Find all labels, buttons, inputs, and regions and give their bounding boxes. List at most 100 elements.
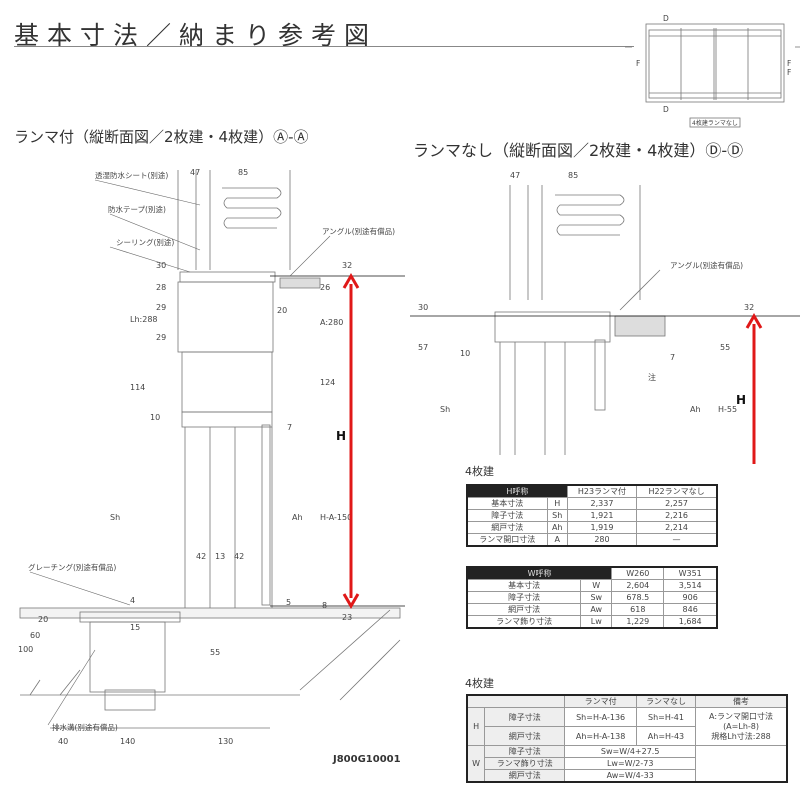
left-callouts (29, 179, 331, 726)
dim: 28 (156, 283, 166, 292)
key-plan-caption: 4枚建ランマなし (692, 119, 738, 127)
dim: Ah (690, 405, 701, 414)
dim: 23 (342, 613, 352, 622)
left-dimensions: 47 85 30 32 28 26 Lh:288 29 29 20 A:280 … (18, 168, 352, 746)
key-mark-f-right2: F (787, 68, 791, 77)
table-cell: Sw (580, 591, 613, 604)
dim: 29 (156, 303, 166, 312)
table-cell: Ah=H-A-138 (564, 726, 637, 746)
dim: 30 (156, 261, 166, 270)
table-cell: Sh=H-A-136 (564, 707, 637, 727)
th: H呼称 (466, 484, 568, 498)
table-cell: Sw=W/4+27.5 (564, 745, 697, 758)
dim: 85 (238, 168, 248, 177)
dim: 注 (648, 372, 656, 382)
dim: 20 (38, 615, 48, 624)
table-cell: — (636, 533, 718, 547)
table-cell: 2,257 (636, 497, 718, 510)
note-drain: 排水溝(別途有償品) (52, 722, 118, 732)
table-cell: 846 (663, 603, 718, 616)
right-section-drawing (410, 185, 800, 455)
table-cell: 網戸寸法 (484, 726, 566, 746)
table-cell: ランマ飾り寸法 (484, 757, 566, 770)
left-h-arrow (342, 273, 360, 609)
key-mark-d-bottom: D (663, 105, 669, 114)
dim: Sh (440, 405, 450, 414)
table-cell: ランマなし (635, 694, 697, 708)
table-cell: Sh=H-41 (635, 707, 697, 727)
table-cell: W260 (611, 566, 665, 580)
table-cell: 網戸寸法 (466, 521, 548, 534)
page-title: 基本寸法／納まり参考図 (14, 21, 378, 50)
table-cell: A:ランマ開口寸法 (709, 712, 774, 721)
dim: 114 (130, 383, 145, 392)
dim: 32 (744, 303, 754, 312)
table-formula-section-label: 4枚建 (465, 677, 494, 690)
note-angle-right: アングル(別途有償品) (670, 260, 743, 270)
dim: 29 (156, 333, 166, 342)
drawing-code: J800G10001 (333, 754, 401, 765)
dim: 55 (210, 648, 220, 657)
table-cell: 規格Lh寸法:288 (711, 732, 771, 741)
table-cell: 網戸寸法 (466, 603, 582, 616)
table-cell: H (546, 497, 568, 510)
table-cell: 障子寸法 (466, 509, 548, 522)
dim: 4 (130, 596, 135, 605)
dim: Sh (110, 513, 120, 522)
dim: 26 (320, 283, 330, 292)
dim: 13 (215, 552, 225, 561)
table-cell: 2,604 (611, 579, 665, 592)
dim: 5 (286, 598, 291, 607)
dim: 57 (418, 343, 428, 352)
dim-h-right: H (736, 393, 746, 407)
dim: 32 (342, 261, 352, 270)
table-cell: ランマ開口寸法 (466, 533, 548, 547)
table-h-section-label: 4枚建 (465, 465, 494, 478)
table-cell: (A=Lh-8) (723, 722, 759, 731)
th: H23ランマ付 (566, 484, 638, 498)
dim: Ah (292, 513, 303, 522)
table-cell: 網戸寸法 (484, 769, 566, 783)
right-drawing-subtitle: ランマなし（縦断面図／2枚建・4枚建）Ⓓ-Ⓓ (413, 141, 744, 160)
th: H22ランマなし (636, 484, 718, 498)
table-cell: 基本寸法 (466, 579, 582, 592)
dim: 7 (287, 423, 292, 432)
table-cell: Ah (546, 521, 568, 534)
note-waterproof-tape: 防水テープ(別途) (108, 204, 166, 214)
title-divider (14, 46, 634, 47)
dim: 40 (58, 737, 68, 746)
dim: 60 (30, 631, 40, 640)
key-mark-f-right: F (787, 59, 791, 68)
dim: 42 (234, 552, 244, 561)
table-cell: Ah=H-43 (635, 726, 697, 746)
table-cell: 1,229 (611, 615, 665, 629)
table-cell: 1,684 (663, 615, 718, 629)
note-sealing: シーリング(別途) (116, 237, 174, 247)
table-cell: 618 (611, 603, 665, 616)
dim: 42 (196, 552, 206, 561)
table-cell: Lw (580, 615, 613, 629)
note-breathable-sheet: 透湿防水シート(別途) (95, 170, 168, 180)
dim: Lh:288 (130, 315, 158, 324)
table-cell: 3,514 (663, 579, 718, 592)
table-cell: 280 (566, 533, 638, 547)
table-cell: 678.5 (611, 591, 665, 604)
key-mark-f-left: F (636, 59, 640, 68)
table-cell: Aw (580, 603, 613, 616)
table-cell: 906 (663, 591, 718, 604)
table-cell: Lw=W/2-73 (564, 757, 697, 770)
dim: 20 (277, 306, 287, 315)
remarks-cell: A:ランマ開口寸法(A=Lh-8)規格Lh寸法:288 (695, 707, 788, 746)
table-cell: 障子寸法 (466, 591, 582, 604)
dim: 47 (190, 168, 200, 177)
dim-h: H (336, 429, 346, 443)
table-cell: 基本寸法 (466, 497, 548, 510)
right-h-arrow (745, 313, 763, 464)
table-cell: 備考 (695, 694, 788, 708)
dim: A:280 (320, 318, 343, 327)
table-cell: H (466, 707, 486, 746)
left-section-drawing (19, 170, 405, 729)
